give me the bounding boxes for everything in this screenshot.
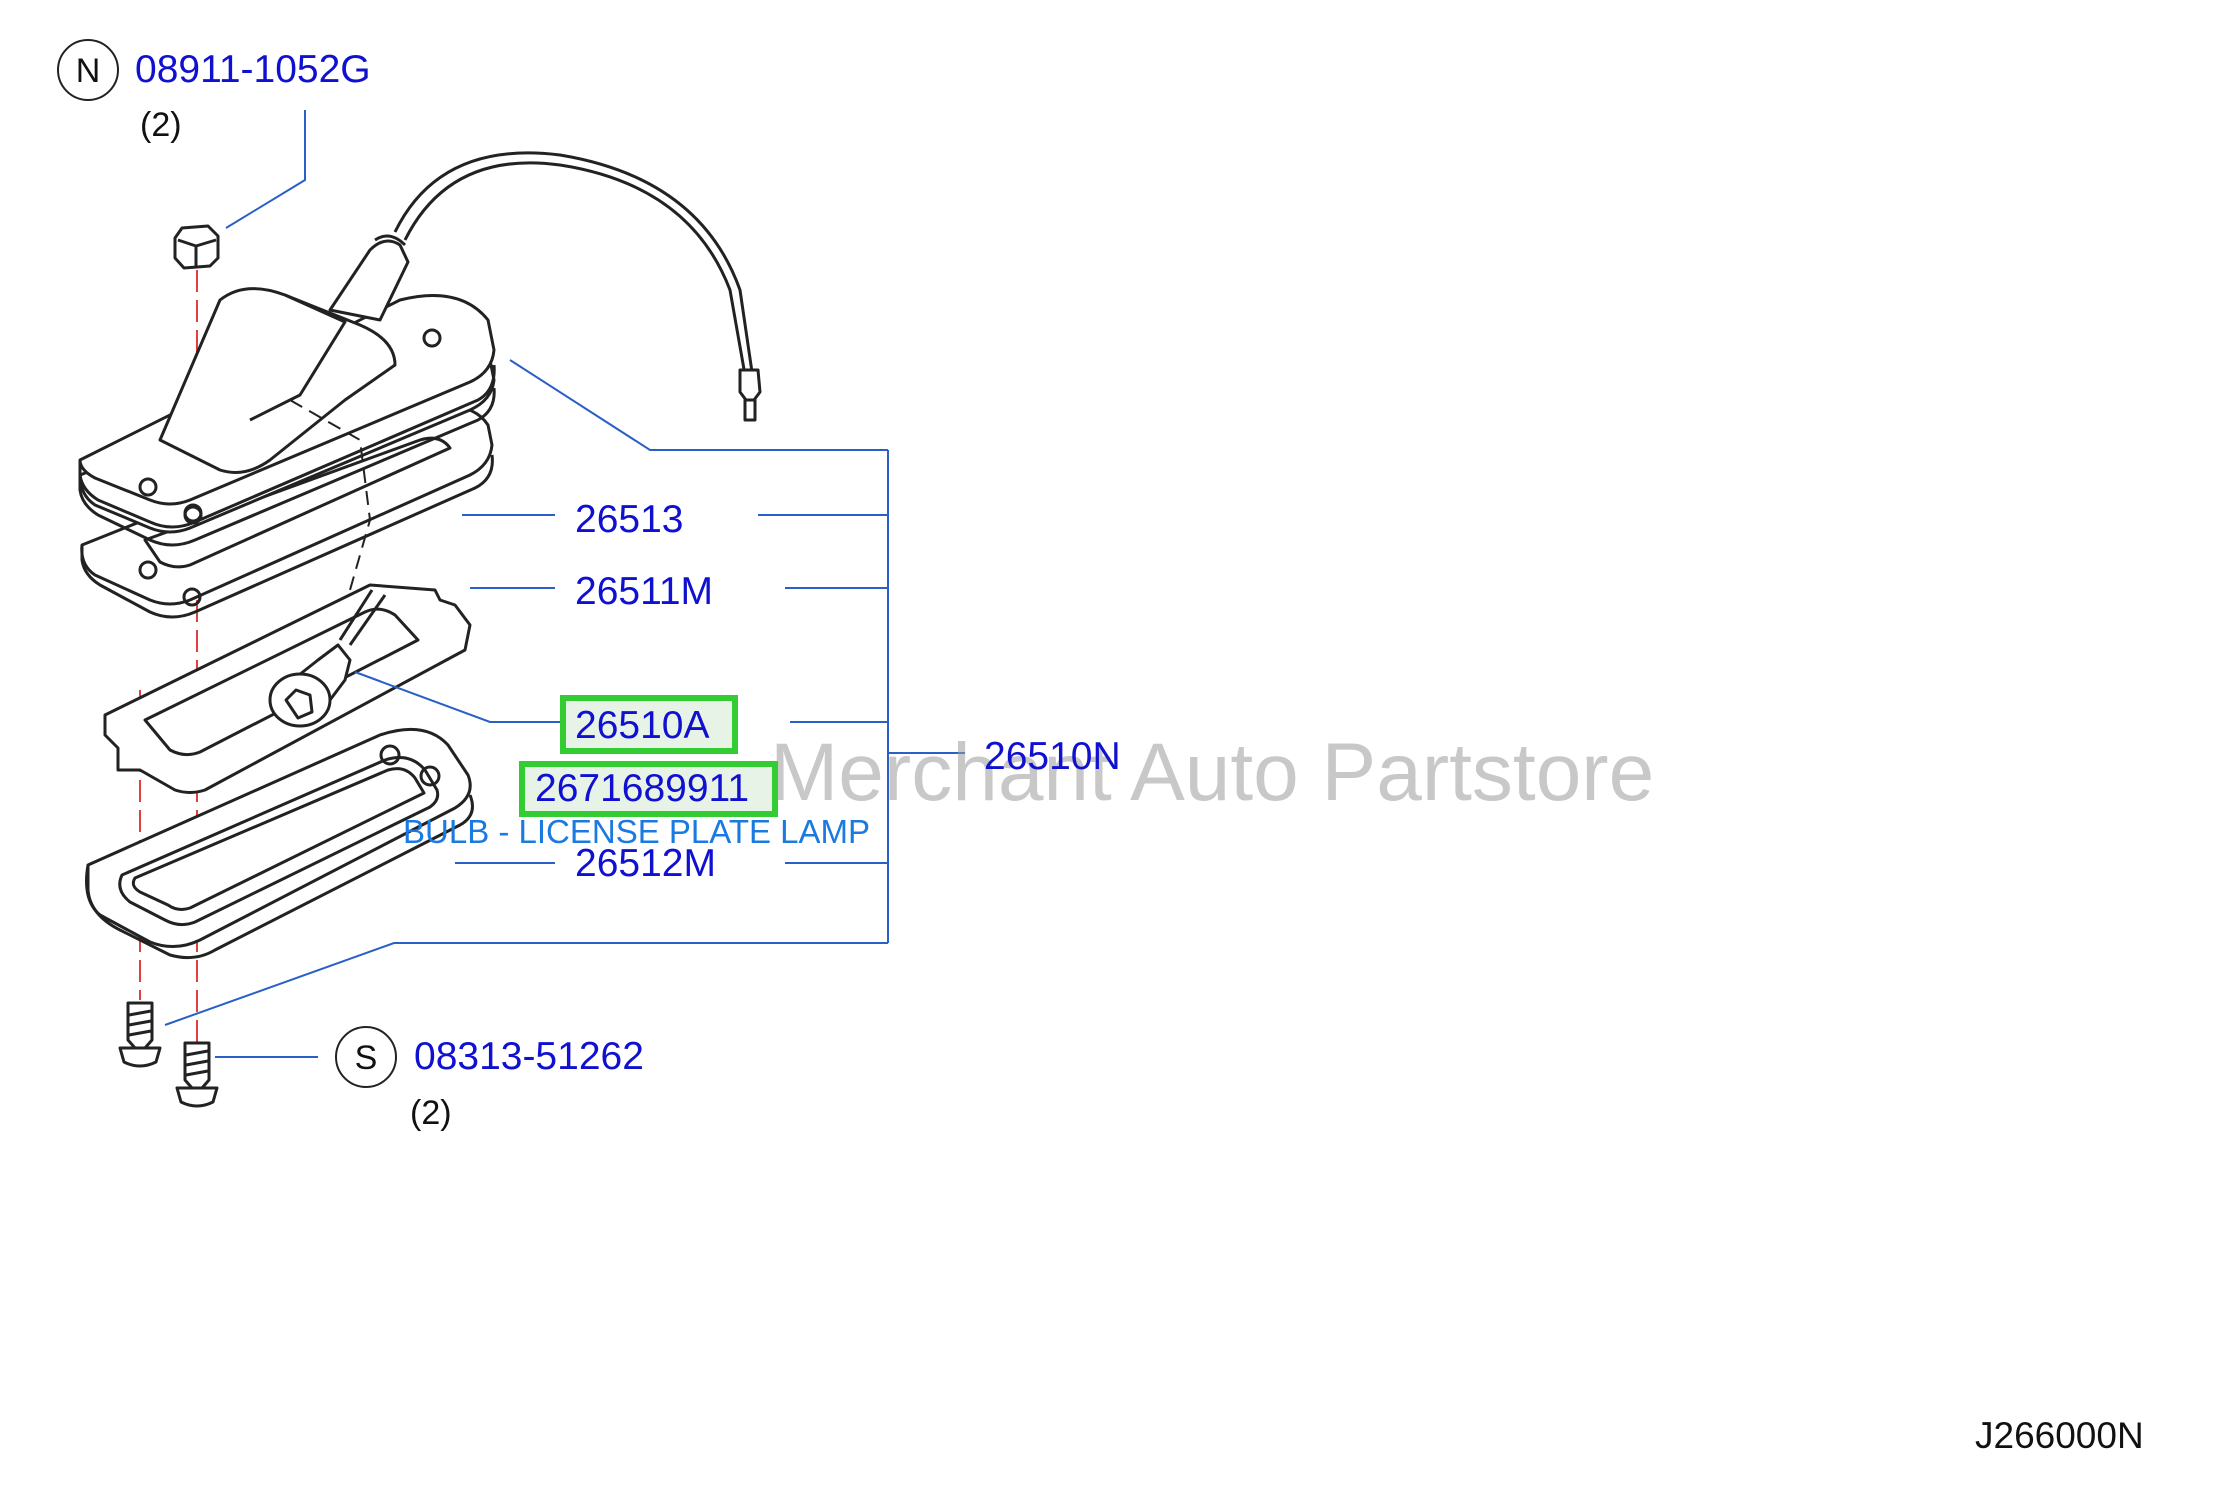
part-label-bulb[interactable]: 2671689911 [535,767,749,810]
screw-quantity: (2) [410,1094,452,1132]
nut-letter-circle [57,39,119,101]
part-label-26513[interactable]: 26513 [575,498,683,541]
nut-callout[interactable]: N 08911-1052G (2) [57,39,371,144]
screw-letter-circle [335,1026,397,1088]
part-label-26511m[interactable]: 26511M [575,570,713,613]
socket-highlight[interactable]: 26510A [560,695,738,754]
screw-left-drawing [118,1001,162,1068]
watermark: Merchant Auto Partstore [770,727,1654,818]
lamp-housing-drawing [78,234,496,591]
bulb-description: BULB - LICENSE PLATE LAMP [403,813,870,850]
nut-drawing [173,224,220,270]
bulb-highlight[interactable]: 2671689911 [519,761,778,817]
nut-part-number[interactable]: 08911-1052G [135,48,371,91]
part-label-26510a[interactable]: 26510A [575,704,709,747]
nut-quantity: (2) [140,106,182,144]
lens-drawing [85,727,474,960]
bulb-highlight-box [519,761,778,817]
part-label-26512m[interactable]: 26512M [575,842,716,885]
socket-highlight-box [560,695,738,754]
screw-callout[interactable]: S 08313-51262 (2) [335,1026,644,1132]
screw-letter: S [355,1039,378,1077]
screw-right-drawing [175,1041,219,1108]
figure-code: J266000N [1975,1415,2144,1456]
socket-plate-drawing [103,583,472,794]
wire-harness-drawing [393,151,762,422]
part-label-26510n[interactable]: 26510N [984,735,1121,778]
leader-lines [164,110,965,1058]
nut-letter: N [76,52,101,90]
screw-part-number[interactable]: 08313-51262 [414,1035,644,1078]
